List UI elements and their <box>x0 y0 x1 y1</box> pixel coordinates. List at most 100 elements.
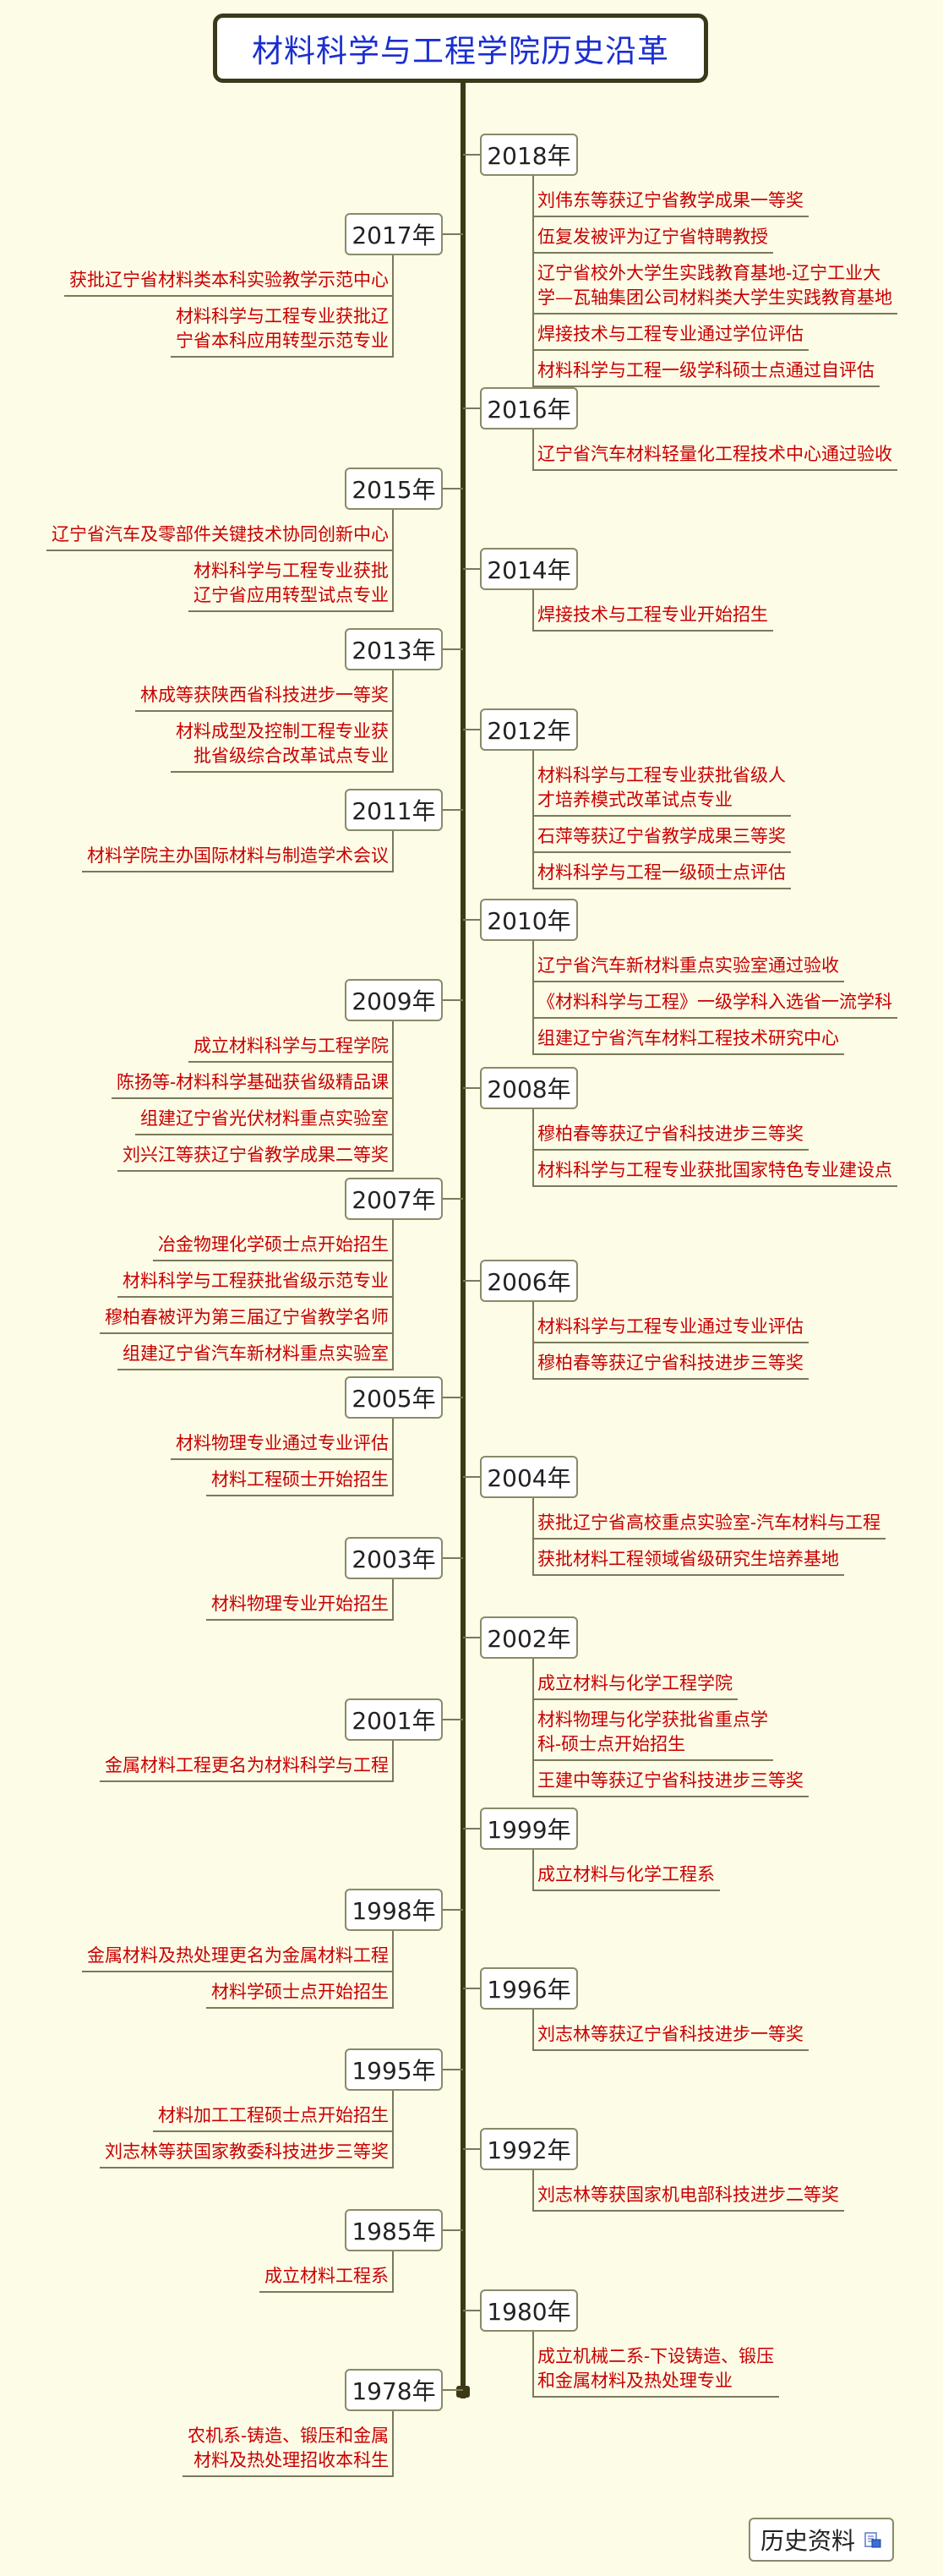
item-branch-line <box>532 176 534 387</box>
milestone-item: 穆柏春等获辽宁省科技进步三等奖 <box>532 1347 809 1380</box>
year-node-2015[interactable]: 2015年 <box>345 468 443 510</box>
year-connector <box>463 2148 480 2150</box>
item-branch-line <box>392 1579 394 1621</box>
history-documents-label: 历史资料 <box>760 2527 855 2555</box>
year-node-2004[interactable]: 2004年 <box>480 1456 578 1498</box>
year-connector <box>463 919 480 921</box>
item-branch-line <box>532 1850 534 1891</box>
milestone-item: 材料科学与工程专业获批辽 宁省本科应用转型示范专业 <box>171 300 394 358</box>
milestone-item: 获批材料工程领域省级研究生培养基地 <box>532 1543 844 1576</box>
milestone-item: 冶金物理化学硕士点开始招生 <box>153 1228 394 1261</box>
item-branch-line <box>392 2091 394 2169</box>
timeline-spine-end <box>456 2386 470 2398</box>
year-connector <box>443 2229 463 2231</box>
year-node-2008[interactable]: 2008年 <box>480 1067 578 1109</box>
milestone-item: 刘兴江等获辽宁省教学成果二等奖 <box>117 1139 394 1172</box>
milestone-item: 成立材料科学与工程学院 <box>188 1030 394 1063</box>
year-connector <box>463 729 480 730</box>
year-connector <box>443 1557 463 1559</box>
item-branch-line <box>392 1419 394 1496</box>
milestone-item: 辽宁省汽车及零部件关键技术协同创新中心 <box>46 518 394 551</box>
year-node-2010[interactable]: 2010年 <box>480 899 578 941</box>
year-node-2016[interactable]: 2016年 <box>480 387 578 429</box>
milestone-item: 材料工程硕士开始招生 <box>206 1463 394 1496</box>
milestone-item: 成立机械二系-下设铸造、锻压 和金属材料及热处理专业 <box>532 2340 780 2398</box>
item-branch-line <box>392 255 394 358</box>
year-node-2017[interactable]: 2017年 <box>345 213 443 255</box>
year-node-2018[interactable]: 2018年 <box>480 134 578 176</box>
item-branch-line <box>392 1220 394 1370</box>
year-node-2009[interactable]: 2009年 <box>345 979 443 1021</box>
milestone-item: 辽宁省汽车材料轻量化工程技术中心通过验收 <box>532 438 897 471</box>
year-connector <box>443 1719 463 1720</box>
milestone-item: 材料科学与工程专业获批国家特色专业建设点 <box>532 1154 897 1187</box>
milestone-item: 材料科学与工程一级学科硕士点通过自评估 <box>532 354 880 387</box>
year-node-2014[interactable]: 2014年 <box>480 548 578 590</box>
year-connector <box>463 1828 480 1829</box>
milestone-item: 刘志林等获国家机电部科技进步二等奖 <box>532 2179 844 2212</box>
timeline-spine <box>461 83 466 2398</box>
milestone-item: 材料科学与工程专业通过专业评估 <box>532 1310 809 1343</box>
year-node-2011[interactable]: 2011年 <box>345 789 443 831</box>
item-branch-line <box>392 831 394 872</box>
year-connector <box>443 1909 463 1911</box>
year-node-1998[interactable]: 1998年 <box>345 1889 443 1931</box>
item-branch-line <box>532 1109 534 1187</box>
milestone-item: 材料科学与工程获批省级示范专业 <box>117 1265 394 1298</box>
year-connector <box>443 488 463 489</box>
year-node-1978[interactable]: 1978年 <box>345 2369 443 2411</box>
milestone-item: 成立材料与化学工程系 <box>532 1858 720 1891</box>
milestone-item: 伍复发被评为辽宁省特聘教授 <box>532 221 773 254</box>
milestone-item: 金属材料及热处理更名为金属材料工程 <box>82 1939 394 1972</box>
year-node-2012[interactable]: 2012年 <box>480 708 578 751</box>
milestone-item: 材料物理专业通过专业评估 <box>171 1427 394 1460</box>
milestone-item: 组建辽宁省汽车材料工程技术研究中心 <box>532 1022 844 1055</box>
milestone-item: 材料学院主办国际材料与制造学术会议 <box>82 840 394 872</box>
milestone-item: 穆柏春被评为第三届辽宁省教学名师 <box>100 1301 394 1334</box>
year-connector <box>443 648 463 650</box>
year-node-2007[interactable]: 2007年 <box>345 1178 443 1220</box>
milestone-item: 组建辽宁省汽车新材料重点实验室 <box>117 1337 394 1370</box>
year-node-2006[interactable]: 2006年 <box>480 1260 578 1302</box>
item-branch-line <box>532 941 534 1055</box>
milestone-item: 穆柏春等获辽宁省科技进步三等奖 <box>532 1118 809 1151</box>
year-connector <box>463 2310 480 2311</box>
milestone-item: 材料科学与工程专业获批省级人 才培养模式改革试点专业 <box>532 759 791 817</box>
milestone-item: 《材料科学与工程》一级学科入选省一流学科 <box>532 986 897 1019</box>
year-connector <box>463 1988 480 1989</box>
item-branch-line <box>392 1931 394 2009</box>
item-branch-line <box>392 1741 394 1782</box>
milestone-item: 石萍等获辽宁省教学成果三等奖 <box>532 820 791 853</box>
year-node-1980[interactable]: 1980年 <box>480 2289 578 2332</box>
year-node-2001[interactable]: 2001年 <box>345 1698 443 1741</box>
milestone-item: 材料物理专业开始招生 <box>206 1588 394 1621</box>
milestone-item: 刘志林等获国家教委科技进步三等奖 <box>100 2136 394 2169</box>
item-branch-line <box>532 2010 534 2051</box>
year-node-2005[interactable]: 2005年 <box>345 1376 443 1419</box>
year-node-2003[interactable]: 2003年 <box>345 1537 443 1579</box>
year-connector <box>463 1637 480 1638</box>
milestone-item: 刘志林等获辽宁省科技进步一等奖 <box>532 2018 809 2051</box>
item-branch-line <box>392 2411 394 2477</box>
year-node-2013[interactable]: 2013年 <box>345 628 443 670</box>
milestone-item: 获批辽宁省高校重点实验室-汽车材料与工程 <box>532 1507 886 1540</box>
year-node-1985[interactable]: 1985年 <box>345 2209 443 2251</box>
item-branch-line <box>532 1302 534 1380</box>
item-branch-line <box>392 1021 394 1172</box>
milestone-item: 材料科学与工程一级硕士点评估 <box>532 856 791 889</box>
item-branch-line <box>532 2332 534 2398</box>
year-connector <box>443 1198 463 1200</box>
item-branch-line <box>392 2251 394 2293</box>
year-node-2002[interactable]: 2002年 <box>480 1616 578 1659</box>
history-documents-button[interactable]: 历史资料 <box>749 2518 894 2562</box>
year-connector <box>443 1397 463 1398</box>
year-node-1999[interactable]: 1999年 <box>480 1808 578 1850</box>
year-node-1992[interactable]: 1992年 <box>480 2128 578 2170</box>
page-title: 材料科学与工程学院历史沿革 <box>213 14 708 83</box>
milestone-item: 焊接技术与工程专业通过学位评估 <box>532 318 809 351</box>
year-connector <box>463 154 480 156</box>
year-node-1996[interactable]: 1996年 <box>480 1967 578 2010</box>
milestone-item: 组建辽宁省光伏材料重点实验室 <box>135 1102 394 1135</box>
milestone-item: 材料物理与化学获批省重点学 科-硕士点开始招生 <box>532 1704 773 1761</box>
year-node-1995[interactable]: 1995年 <box>345 2048 443 2091</box>
